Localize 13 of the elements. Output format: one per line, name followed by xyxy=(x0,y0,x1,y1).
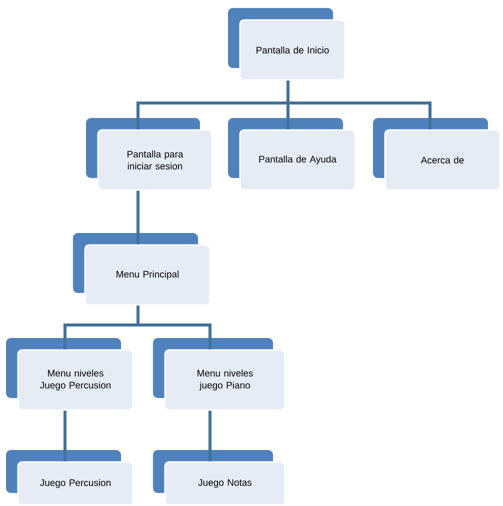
connector-line xyxy=(136,190,140,244)
connector-line xyxy=(136,306,212,350)
process-box: Pantalla para iniciar sesion xyxy=(86,118,213,191)
process-box: Pantalla de Ayuda xyxy=(228,118,356,191)
process-box: Menu niveles juego Piano xyxy=(153,338,286,411)
connector-line xyxy=(208,410,212,462)
process-box: Acerca de xyxy=(373,118,501,191)
process-box: Juego Notas xyxy=(153,450,286,506)
process-box: Menu niveles Juego Percusion xyxy=(6,338,134,411)
connector-line xyxy=(64,410,66,462)
process-box: Juego Percusion xyxy=(6,450,134,506)
process-box: Menu Principal xyxy=(73,233,211,306)
process-box: Pantalla de Inicio xyxy=(228,8,346,81)
